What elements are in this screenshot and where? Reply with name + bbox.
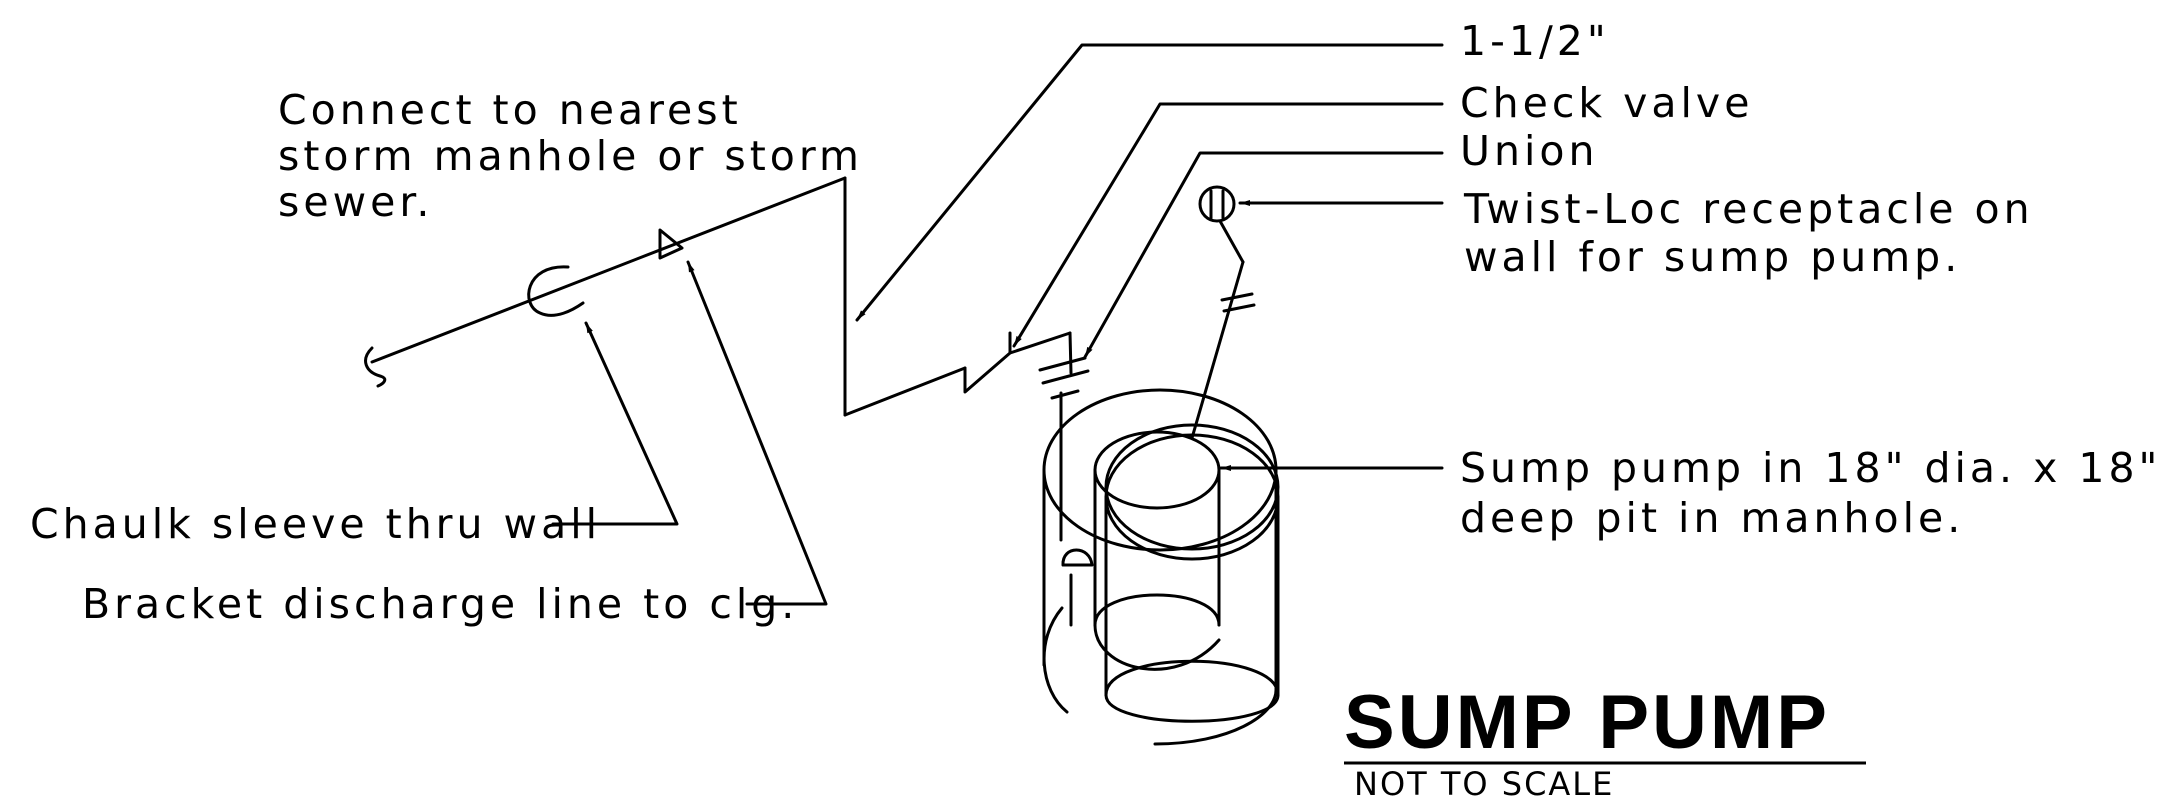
float-switch (1061, 548, 1094, 627)
drawing-title: SUMP PUMP (1344, 680, 1830, 765)
pump-label-line2: deep pit in manhole. (1460, 494, 1964, 542)
manhole-pit (1104, 433, 1280, 723)
sump-pump (1093, 430, 1221, 671)
receptacle-label-line2: wall for sump pump. (1464, 233, 1961, 281)
check-valve-symbol (963, 331, 1012, 394)
manhole-structure (1042, 388, 1278, 746)
connect-label-line3: sewer. (278, 178, 433, 226)
wall-sleeve-symbol (527, 265, 585, 317)
check-valve-label: Check valve (1460, 79, 1753, 127)
pipe-break-symbol (364, 346, 387, 388)
caulk-sleeve-label: Chaulk sleeve thru wall (30, 500, 601, 548)
pump-label-line1: Sump pump in 18" dia. x 18" (1460, 444, 2161, 492)
scale-note: NOT TO SCALE (1354, 765, 1614, 803)
leader-lines (551, 43, 1444, 606)
union-label: Union (1460, 127, 1598, 175)
discharge-pipe (370, 176, 1073, 542)
bracket-symbol (658, 228, 684, 260)
power-cord (1190, 219, 1256, 440)
twist-loc-receptacle-symbol (1198, 185, 1236, 223)
bracket-label: Bracket discharge line to clg. (82, 580, 798, 628)
union-symbol (1038, 356, 1090, 400)
manhole (1104, 423, 1280, 551)
pipe-size-label: 1-1/2" (1460, 17, 1610, 65)
connect-label-line2: storm manhole or storm (278, 132, 863, 180)
connect-label-line1: Connect to nearest (278, 86, 742, 134)
receptacle-label-line1: Twist-Loc receptacle on (1463, 185, 2034, 233)
